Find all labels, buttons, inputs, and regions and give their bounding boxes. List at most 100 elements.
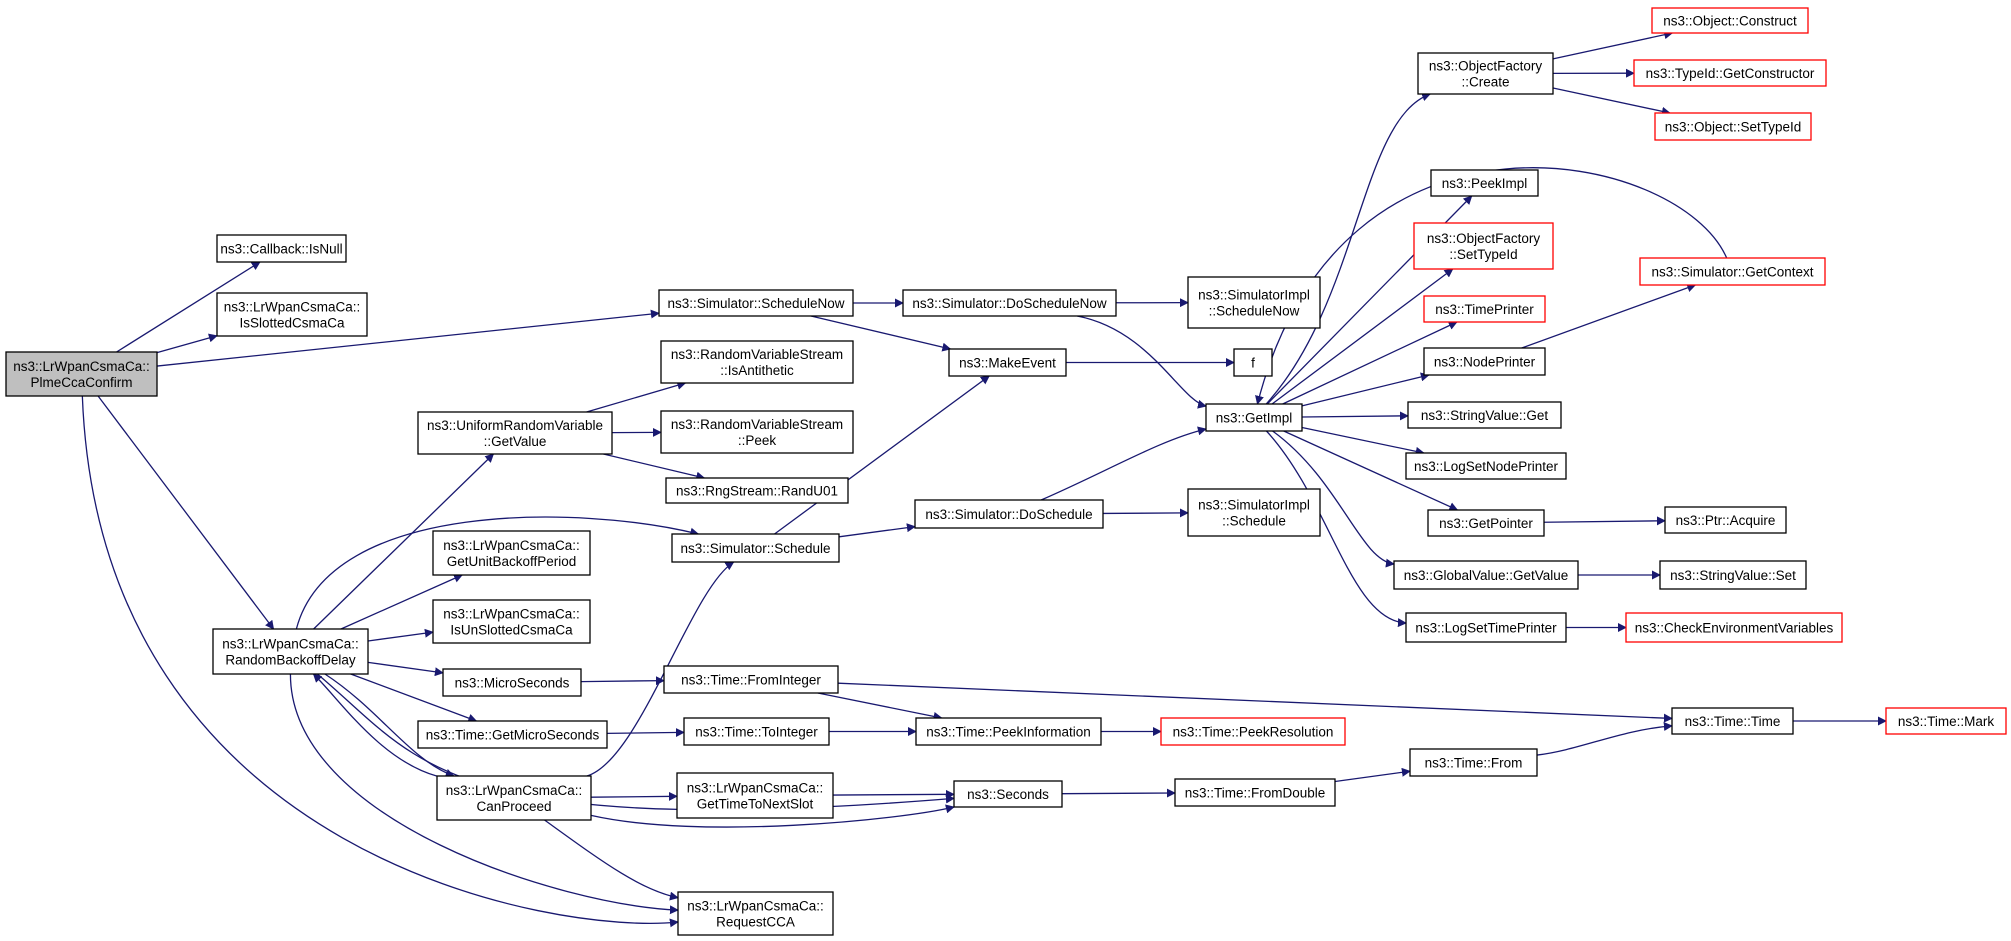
node-box (1423, 295, 1546, 323)
edge-n8-to-n19 (1301, 426, 1425, 456)
graph-node[interactable]: ns3::Time::GetMicroSeconds (417, 720, 608, 749)
graph-node[interactable]: ns3::StringValue::Get (1407, 401, 1562, 429)
edge-n20-to-n21 (1543, 516, 1666, 526)
graph-node[interactable]: ns3::Ptr::Acquire (1664, 506, 1787, 534)
node-label: ns3::MicroSeconds (455, 676, 570, 691)
edge-n0-to-n1 (116, 261, 261, 353)
graph-node[interactable]: ns3::Time::FromDouble (1174, 778, 1336, 807)
graph-node[interactable]: ns3::RandomVariableStream::Peek (660, 410, 854, 454)
edge-n35-to-n36 (367, 661, 444, 677)
node-label: ns3::MakeEvent (959, 356, 1056, 371)
node-label: ns3::RandomVariableStream (671, 417, 843, 432)
graph-node[interactable]: ns3::LogSetNodePrinter (1405, 452, 1567, 480)
graph-node[interactable]: ns3::CheckEnvironmentVariables (1625, 612, 1843, 643)
graph-node[interactable]: ns3::Simulator::DoSchedule (914, 499, 1104, 529)
graph-node[interactable]: ns3::SimulatorImpl::ScheduleNow (1187, 276, 1321, 329)
graph-node[interactable]: ns3::Time::PeekResolution (1160, 717, 1346, 746)
graph-node[interactable]: ns3::Time::FromInteger (663, 665, 839, 694)
node-box (676, 772, 834, 819)
graph-node[interactable]: ns3::LrWpanCsmaCa::GetTimeToNextSlot (676, 772, 834, 819)
node-box (432, 530, 591, 576)
graph-node[interactable]: ns3::Seconds (953, 780, 1063, 808)
graph-node[interactable]: f (1233, 348, 1273, 377)
node-box (1625, 612, 1843, 643)
graph-node[interactable]: ns3::Simulator::Schedule (671, 533, 840, 563)
graph-node[interactable]: ns3::ObjectFactory::SetTypeId (1413, 222, 1554, 270)
graph-node[interactable]: ns3::MicroSeconds (442, 668, 582, 697)
node-label: ns3::Callback::IsNull (220, 242, 342, 257)
graph-node[interactable]: ns3::LrWpanCsmaCa::CanProceed (436, 775, 592, 821)
graph-node[interactable]: ns3::Time::From (1409, 748, 1538, 777)
graph-node[interactable]: ns3::NodePrinter (1423, 347, 1546, 376)
graph-node[interactable]: ns3::StringValue::Set (1659, 560, 1807, 590)
node-box (1423, 347, 1546, 376)
node-box (1427, 509, 1545, 537)
graph-node[interactable]: ns3::Time::Time (1671, 707, 1794, 735)
edge-n35-to-n46 (316, 673, 955, 811)
node-label: GetTimeToNextSlot (697, 797, 814, 812)
edge-n26-to-n27 (586, 380, 687, 413)
edge-n26-to-n29 (603, 453, 706, 481)
node-label: ns3::LrWpanCsmaCa:: (224, 300, 361, 315)
node-box (216, 292, 368, 337)
node-box (914, 499, 1104, 529)
edge-n30-to-n31 (838, 523, 916, 538)
node-label: ns3::Time::FromInteger (681, 673, 821, 688)
graph-node[interactable]: ns3::RandomVariableStream::IsAntithetic (660, 340, 854, 384)
node-box (436, 775, 592, 821)
graph-node[interactable]: ns3::Time::PeekInformation (915, 717, 1102, 746)
graph-node[interactable]: ns3::LrWpanCsmaCa::GetUnitBackoffPeriod (432, 530, 591, 576)
graph-node[interactable]: ns3::RngStream::RandU01 (665, 477, 849, 504)
graph-node[interactable]: ns3::UniformRandomVariable::GetValue (417, 411, 613, 455)
edge-n35-to-n34 (367, 628, 434, 642)
node-box (1187, 276, 1321, 329)
edge-n9-to-n10 (1552, 30, 1674, 60)
node-label: ns3::LogSetNodePrinter (1414, 459, 1559, 474)
graph-node[interactable]: ns3::ObjectFactory::Create (1417, 52, 1554, 95)
graph-node[interactable]: ns3::LrWpanCsmaCa::RequestCCA (677, 891, 834, 936)
graph-node[interactable]: ns3::PeekImpl (1430, 169, 1539, 197)
node-label: ns3::Ptr::Acquire (1676, 513, 1776, 528)
graph-node[interactable]: ns3::LogSetTimePrinter (1405, 612, 1567, 643)
graph-node[interactable]: ns3::Object::Construct (1651, 7, 1809, 34)
graph-node[interactable]: ns3::GlobalValue::GetValue (1393, 560, 1579, 590)
edge-n46-to-n47 (1061, 788, 1176, 798)
graph-node[interactable]: ns3::Simulator::DoScheduleNow (902, 289, 1117, 317)
edge-n31-to-n32 (1102, 508, 1189, 518)
node-box (953, 780, 1063, 808)
node-box (902, 289, 1117, 317)
graph-node[interactable]: ns3::GetPointer (1427, 509, 1545, 537)
graph-node[interactable]: ns3::MakeEvent (948, 348, 1067, 377)
node-box (1664, 506, 1787, 534)
edge-n8-to-n18 (1301, 411, 1409, 421)
edge-n35-to-n44 (324, 673, 455, 778)
graph-node[interactable]: ns3::TypeId::GetConstructor (1633, 59, 1827, 87)
node-label: ns3::NodePrinter (1434, 355, 1536, 370)
node-label: ns3::Time::ToInteger (695, 725, 818, 740)
node-label: ns3::RngStream::RandU01 (676, 484, 838, 499)
graph-node[interactable]: ns3::Simulator::ScheduleNow (658, 289, 854, 317)
node-box (1409, 748, 1538, 777)
node-box (671, 533, 840, 563)
graph-node[interactable]: ns3::LrWpanCsmaCa::RandomBackoffDelay (212, 628, 369, 675)
graph-node[interactable]: ns3::LrWpanCsmaCa::IsUnSlottedCsmaCa (432, 599, 591, 644)
graph-node[interactable]: ns3::Simulator::GetContext (1639, 257, 1826, 286)
graph-node[interactable]: ns3::Time::Mark (1885, 707, 2007, 735)
node-box (1187, 488, 1321, 537)
node-box (658, 289, 854, 317)
node-box (442, 668, 582, 697)
node-label: ns3::GlobalValue::GetValue (1404, 568, 1569, 583)
edge-n38-to-n39 (606, 727, 685, 737)
graph-node[interactable]: ns3::GetImpl (1205, 403, 1303, 432)
graph-node[interactable]: ns3::Object::SetTypeId (1654, 112, 1812, 141)
graph-node[interactable]: ns3::Callback::IsNull (216, 234, 347, 263)
graph-node[interactable]: ns3::Time::ToInteger (683, 717, 830, 746)
edge-n0-to-n49 (81, 395, 679, 928)
graph-node[interactable]: ns3::LrWpanCsmaCa::IsSlottedCsmaCa (216, 292, 368, 337)
node-label: ns3::CheckEnvironmentVariables (1635, 621, 1834, 636)
graph-node[interactable]: ns3::TimePrinter (1423, 295, 1546, 323)
graph-node[interactable]: ns3::SimulatorImpl::Schedule (1187, 488, 1321, 537)
edge-n8-to-n9 (1265, 92, 1432, 405)
edge-n3-to-n6 (810, 315, 952, 352)
node-label: ns3::GetPointer (1439, 516, 1533, 531)
